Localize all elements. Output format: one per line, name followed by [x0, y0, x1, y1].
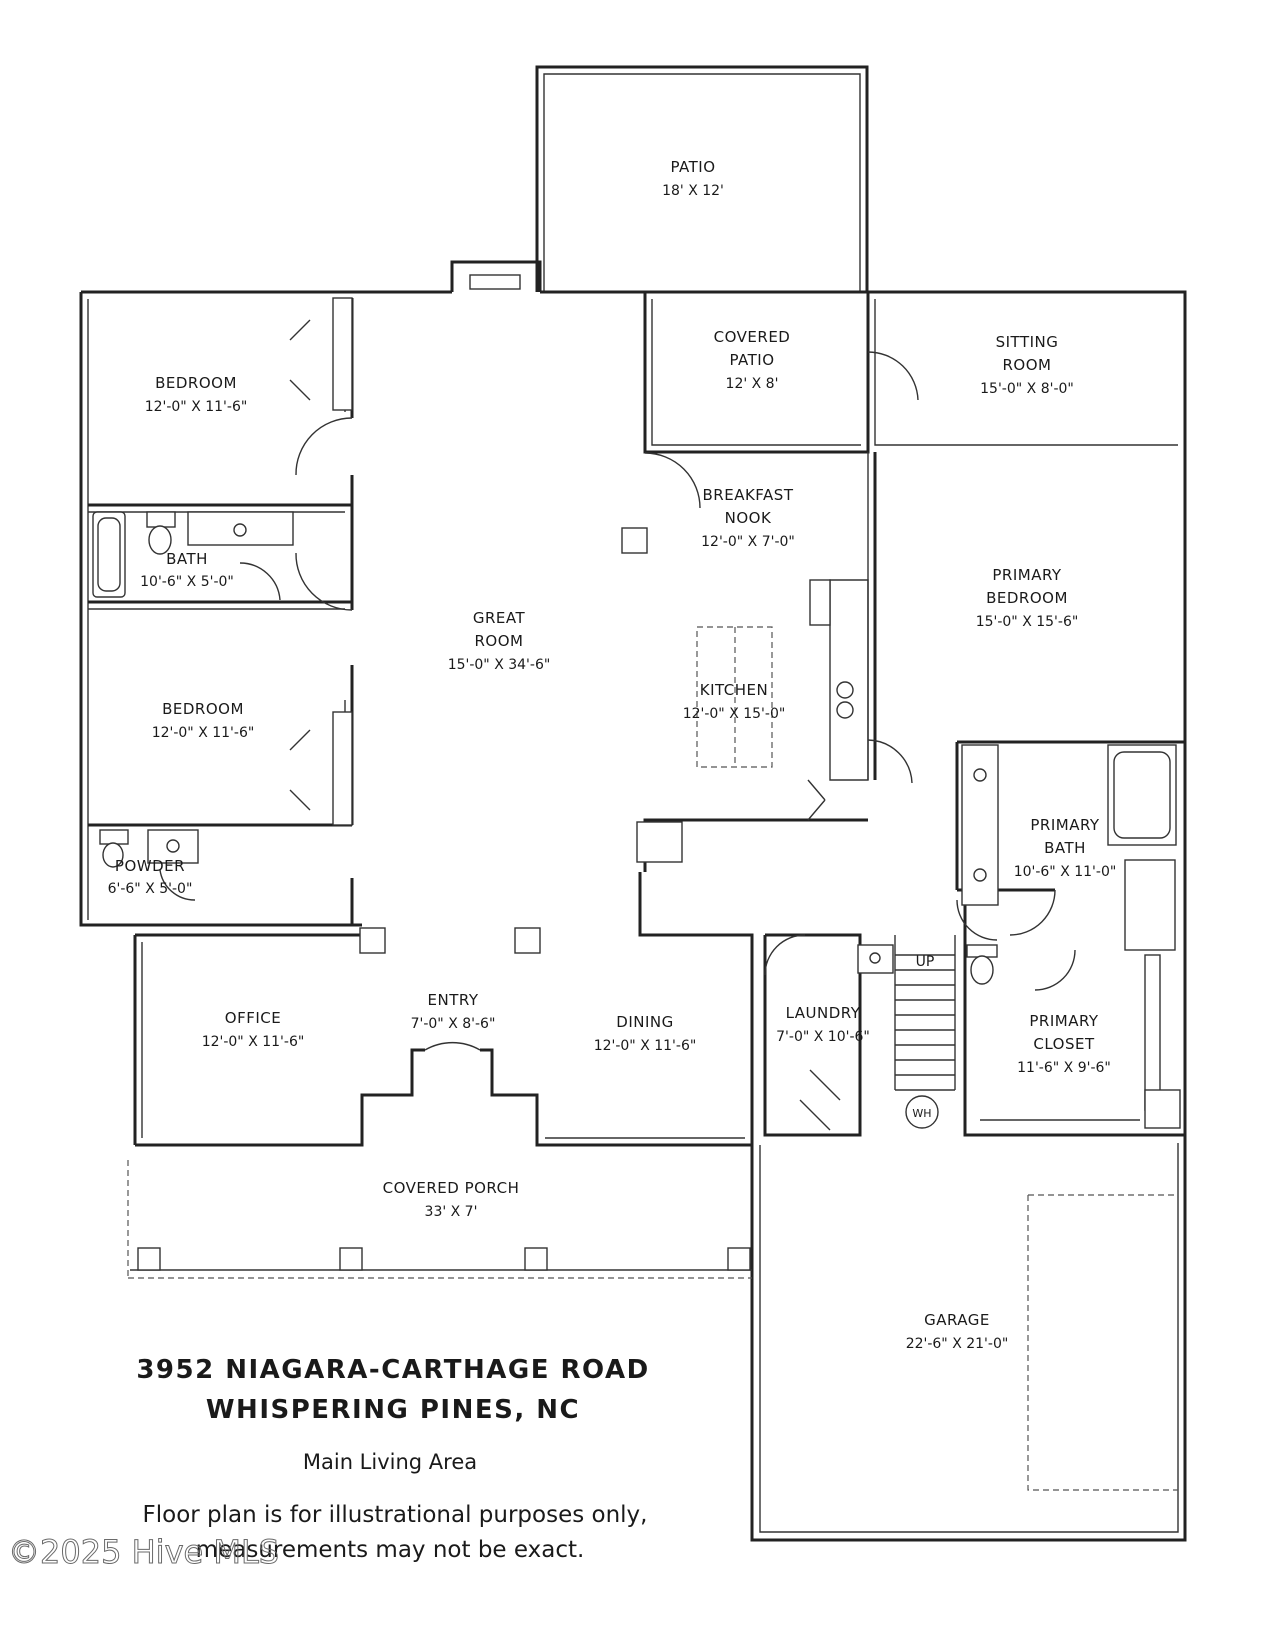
room-label-entry: ENTRY 7'-0" X 8'-6"	[411, 991, 496, 1032]
primary-bedroom-name-1: PRIMARY	[992, 566, 1062, 584]
room-label-garage: GARAGE 22'-6" X 21'-0"	[906, 1311, 1009, 1352]
room-label-bedroom-2: BEDROOM 12'-0" X 11'-6"	[152, 700, 255, 741]
room-label-great-room: GREAT ROOM 15'-0" X 34'-6"	[448, 609, 551, 673]
great-room-name-2: ROOM	[475, 632, 524, 650]
room-label-bedroom-1: BEDROOM 12'-0" X 11'-6"	[145, 374, 248, 415]
room-label-office: OFFICE 12'-0" X 11'-6"	[202, 1009, 305, 1050]
entry-dim: 7'-0" X 8'-6"	[411, 1016, 496, 1032]
room-label-laundry: LAUNDRY 7'-0" X 10'-6"	[776, 1004, 870, 1045]
powder-name: POWDER	[115, 857, 185, 875]
room-label-bath: BATH 10'-6" X 5'-0"	[140, 550, 234, 590]
primary-closet-name-1: PRIMARY	[1029, 1012, 1099, 1030]
room-label-primary-bath: PRIMARY BATH 10'-6" X 11'-0"	[1014, 816, 1117, 880]
breakfast-nook-name-2: NOOK	[725, 509, 772, 527]
covered-patio-name-1: COVERED	[714, 328, 791, 346]
room-label-sitting-room: SITTING ROOM 15'-0" X 8'-0"	[980, 333, 1074, 397]
dining-dim: 12'-0" X 11'-6"	[594, 1038, 697, 1054]
great-room-dim: 15'-0" X 34'-6"	[448, 657, 551, 673]
bedroom-2-name: BEDROOM	[162, 700, 244, 718]
bedroom-2-dim: 12'-0" X 11'-6"	[152, 725, 255, 741]
covered-patio-dim: 12' X 8'	[726, 376, 779, 392]
primary-closet-dim: 11'-6" X 9'-6"	[1017, 1060, 1111, 1076]
covered-patio-name-2: PATIO	[729, 351, 774, 369]
bath-dim: 10'-6" X 5'-0"	[140, 574, 234, 590]
water-heater-label: WH	[912, 1107, 931, 1120]
laundry-name: LAUNDRY	[786, 1004, 861, 1022]
kitchen-name: KITCHEN	[700, 681, 769, 699]
sitting-room-dim: 15'-0" X 8'-0"	[980, 381, 1074, 397]
breakfast-nook-dim: 12'-0" X 7'-0"	[701, 534, 795, 550]
bath-name: BATH	[166, 550, 208, 568]
dining-name: DINING	[616, 1013, 673, 1031]
office-dim: 12'-0" X 11'-6"	[202, 1034, 305, 1050]
primary-bath-name-2: BATH	[1044, 839, 1086, 857]
garage-name: GARAGE	[924, 1311, 990, 1329]
primary-bedroom-dim: 15'-0" X 15'-6"	[976, 614, 1079, 630]
office-name: OFFICE	[225, 1009, 281, 1027]
patio-dim: 18' X 12'	[662, 183, 724, 199]
primary-closet-name-2: CLOSET	[1033, 1035, 1095, 1053]
door-swings	[159, 319, 1076, 1131]
primary-bath-name-1: PRIMARY	[1030, 816, 1100, 834]
sitting-room-name-2: ROOM	[1003, 356, 1052, 374]
breakfast-nook-name-1: BREAKFAST	[703, 486, 794, 504]
address-line-1: 3952 NIAGARA-CARTHAGE ROAD	[136, 1355, 649, 1385]
room-label-kitchen: KITCHEN 12'-0" X 15'-0"	[683, 681, 786, 722]
covered-porch-name: COVERED PORCH	[383, 1179, 520, 1197]
disclaimer-line-1: Floor plan is for illustrational purpose…	[143, 1502, 648, 1528]
stairs-up-label: UP	[916, 954, 935, 970]
bedroom-1-dim: 12'-0" X 11'-6"	[145, 399, 248, 415]
powder-dim: 6'-6" X 5'-0"	[108, 881, 193, 897]
room-label-primary-closet: PRIMARY CLOSET 11'-6" X 9'-6"	[1017, 1012, 1111, 1076]
patio-name: PATIO	[670, 158, 715, 176]
fixtures	[92, 511, 1181, 1129]
room-label-powder: POWDER 6'-6" X 5'-0"	[108, 857, 193, 897]
exterior-walls	[79, 65, 1187, 1542]
room-label-dining: DINING 12'-0" X 11'-6"	[594, 1013, 697, 1054]
room-label-breakfast-nook: BREAKFAST NOOK 12'-0" X 7'-0"	[701, 486, 795, 550]
covered-porch-dim: 33' X 7'	[425, 1204, 478, 1220]
entry-name: ENTRY	[428, 991, 479, 1009]
disclaimer-line-2: measurements may not be exact.	[196, 1537, 585, 1563]
primary-bath-dim: 10'-6" X 11'-0"	[1014, 864, 1117, 880]
address-line-2: WHISPERING PINES, NC	[206, 1395, 580, 1425]
room-label-patio: PATIO 18' X 12'	[662, 158, 724, 199]
room-label-covered-patio: COVERED PATIO 12' X 8'	[714, 328, 791, 392]
room-label-covered-porch: COVERED PORCH 33' X 7'	[383, 1179, 520, 1220]
kitchen-dim: 12'-0" X 15'-0"	[683, 706, 786, 722]
room-label-primary-bedroom: PRIMARY BEDROOM 15'-0" X 15'-6"	[976, 566, 1079, 630]
garage-dim: 22'-6" X 21'-0"	[906, 1336, 1009, 1352]
watermark: ©2025 Hive MLS	[8, 1533, 279, 1571]
bedroom-1-name: BEDROOM	[155, 374, 237, 392]
laundry-dim: 7'-0" X 10'-6"	[776, 1029, 870, 1045]
sitting-room-name-1: SITTING	[996, 333, 1059, 351]
primary-bedroom-name-2: BEDROOM	[986, 589, 1068, 607]
caption: Main Living Area	[303, 1450, 477, 1474]
great-room-name-1: GREAT	[473, 609, 526, 627]
